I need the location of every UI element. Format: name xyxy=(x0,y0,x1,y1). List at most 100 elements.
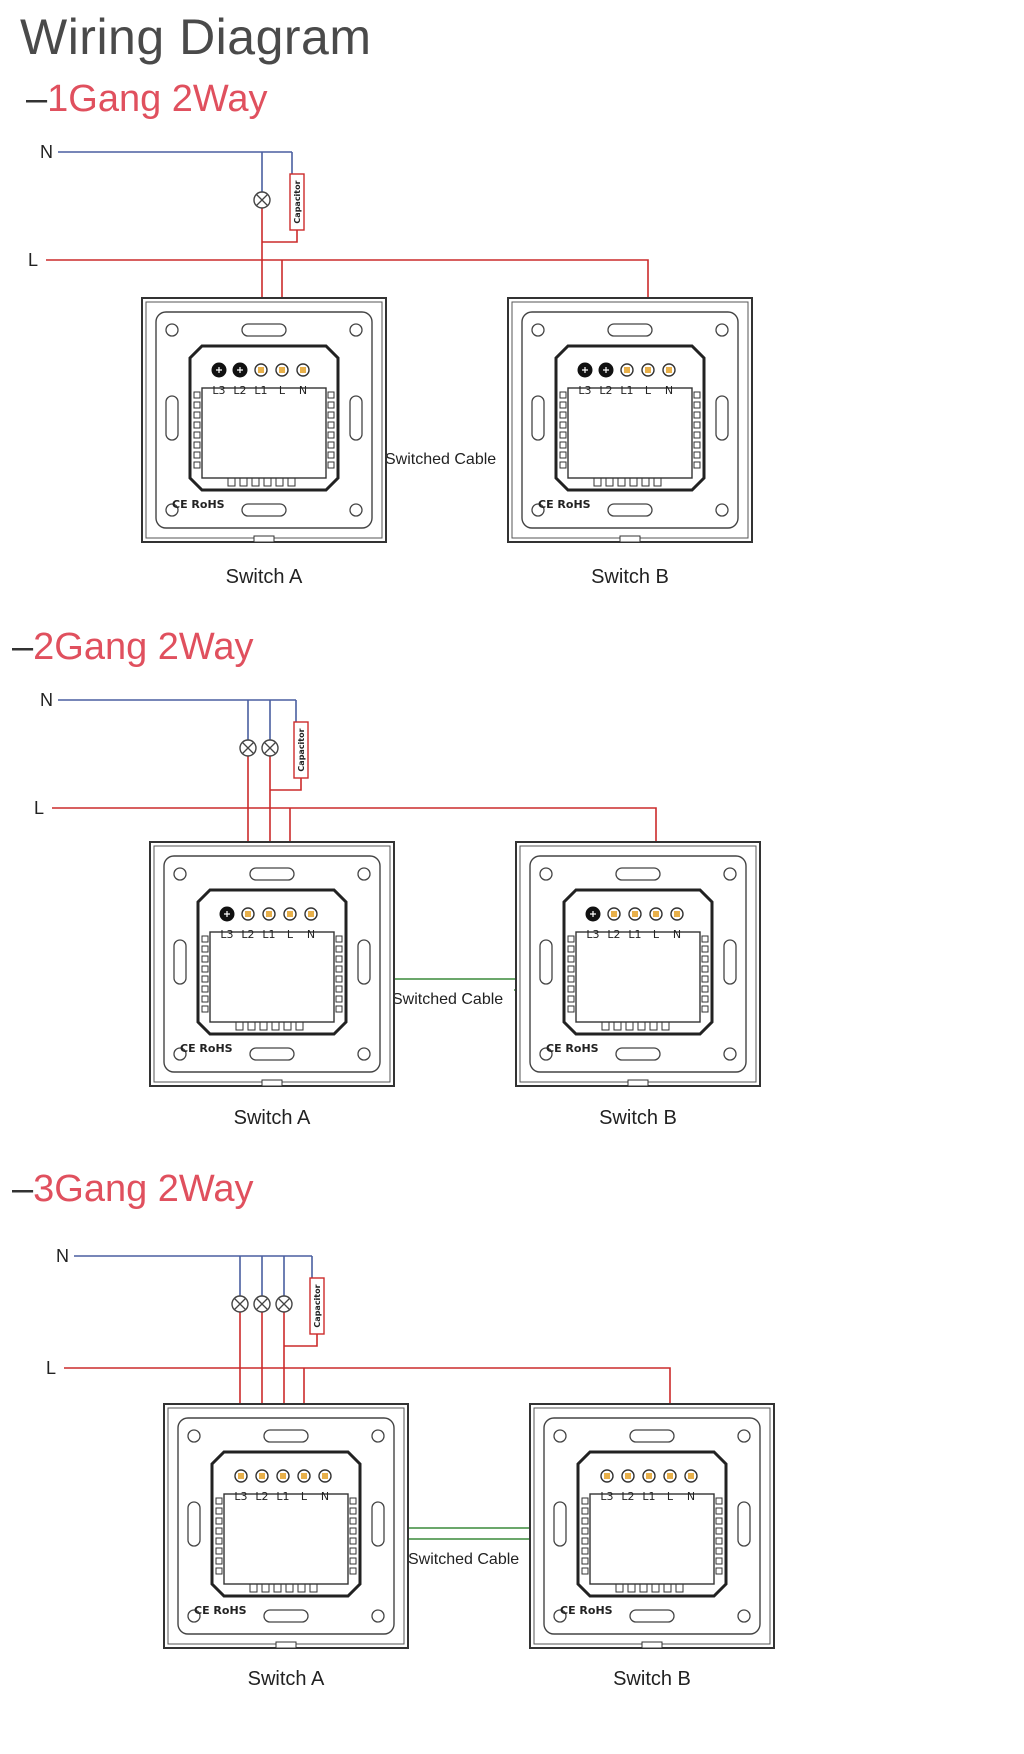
module-tooth xyxy=(193,421,201,429)
mount-slot xyxy=(615,1047,661,1061)
neutral-label: N xyxy=(40,142,53,162)
terminal-label: L1 xyxy=(642,1490,655,1503)
mount-slot xyxy=(615,867,661,881)
switch-b-label: Switch B xyxy=(613,1668,691,1690)
switch-b-label: Switch B xyxy=(591,566,669,588)
module-tooth xyxy=(193,411,201,419)
module-tooth xyxy=(663,1583,672,1593)
lamp-cross xyxy=(234,1298,246,1310)
cable-label-bg xyxy=(406,1548,530,1568)
screw-hole xyxy=(165,503,179,517)
screw-hole xyxy=(531,503,545,517)
terminal-blank-cross xyxy=(603,367,609,373)
module-tooth xyxy=(193,461,201,469)
capacitor: Capacitor xyxy=(293,721,309,779)
capacitor: Capacitor xyxy=(289,173,305,231)
module-tooth xyxy=(715,1557,723,1565)
terminal-label: L xyxy=(287,928,294,941)
terminal-contact xyxy=(322,1473,328,1479)
cert-mark: CE RoHS xyxy=(194,1604,247,1617)
module-tooth xyxy=(335,935,343,943)
module-housing xyxy=(188,344,340,492)
module-tooth xyxy=(639,1583,648,1593)
mount-slot xyxy=(241,503,287,517)
page-title: Wiring Diagram xyxy=(20,9,372,65)
module-tooth xyxy=(701,975,709,983)
screw-hole xyxy=(737,1429,751,1443)
switch-a-label: Switch A xyxy=(226,566,303,588)
screw-hole xyxy=(173,1047,187,1061)
section-title: 3Gang 2Way xyxy=(33,1168,254,1210)
module-tooth xyxy=(335,995,343,1003)
screw-hole xyxy=(357,1047,371,1061)
screw-hole xyxy=(553,1609,567,1623)
module-tooth xyxy=(193,451,201,459)
module-tooth xyxy=(581,1497,589,1505)
plate-outer-frame xyxy=(163,1403,409,1649)
terminal-contact xyxy=(667,1473,673,1479)
terminal-contact xyxy=(604,1473,610,1479)
live-label: L xyxy=(34,798,44,818)
terminal-contact xyxy=(266,911,272,917)
module-tooth xyxy=(201,955,209,963)
terminal-label: L1 xyxy=(254,384,267,397)
module-tooth xyxy=(715,1527,723,1535)
terminal-contact xyxy=(653,911,659,917)
module-tooth xyxy=(559,421,567,429)
plate-back-outline xyxy=(163,855,381,1073)
module-tooth xyxy=(701,985,709,993)
module-tooth xyxy=(327,451,335,459)
neutral-label: N xyxy=(56,1246,69,1266)
cert-mark: CE RoHS xyxy=(172,498,225,511)
mount-slot xyxy=(607,503,653,517)
module-tooth xyxy=(335,945,343,953)
switch-a-label: Switch A xyxy=(248,1668,325,1690)
screw-hole xyxy=(531,323,545,337)
module-tooth xyxy=(215,1497,223,1505)
module-tooth xyxy=(581,1537,589,1545)
terminal-contact xyxy=(258,367,264,373)
module-tooth xyxy=(201,995,209,1003)
module-housing xyxy=(196,888,348,1036)
capacitor-body xyxy=(309,1277,325,1335)
terminal-label: L2 xyxy=(233,384,246,397)
capacitor-body xyxy=(289,173,305,231)
module-tooth xyxy=(349,1537,357,1545)
module-tooth xyxy=(567,975,575,983)
module-tooth xyxy=(215,1517,223,1525)
module-tooth xyxy=(605,477,614,487)
terminal-label: L3 xyxy=(586,928,599,941)
module-tooth xyxy=(629,477,638,487)
capacitor-wire xyxy=(262,230,298,243)
module-tooth xyxy=(327,441,335,449)
module-tooth xyxy=(581,1567,589,1575)
terminal-contact xyxy=(300,367,306,373)
section-heading-2gang: –2Gang 2Way xyxy=(12,626,254,669)
mount-slot xyxy=(607,323,653,337)
lamp-icon xyxy=(261,739,279,757)
mount-slot xyxy=(629,1609,675,1623)
section-heading-1gang: –1Gang 2Way xyxy=(26,78,268,121)
lamp-icon xyxy=(275,1295,293,1313)
module-tooth xyxy=(215,1537,223,1545)
screw-hole xyxy=(357,867,371,881)
terminal-label: L1 xyxy=(620,384,633,397)
section-title: 2Gang 2Way xyxy=(33,626,254,668)
cert-mark: CE RoHS xyxy=(560,1604,613,1617)
module-tooth xyxy=(309,1583,318,1593)
module-tooth xyxy=(215,1547,223,1555)
plate-outer-frame xyxy=(149,841,395,1087)
terminal-label: N xyxy=(299,384,307,397)
terminal-contact xyxy=(308,911,314,917)
module-tooth xyxy=(335,955,343,963)
module-tooth xyxy=(327,401,335,409)
module-tooth xyxy=(349,1507,357,1515)
module-tooth xyxy=(295,1021,304,1031)
module-tooth xyxy=(715,1517,723,1525)
lamp-icon xyxy=(253,191,271,209)
module-tooth xyxy=(625,1021,634,1031)
terminal-blank-cross xyxy=(216,367,222,373)
terminal-contact xyxy=(287,911,293,917)
